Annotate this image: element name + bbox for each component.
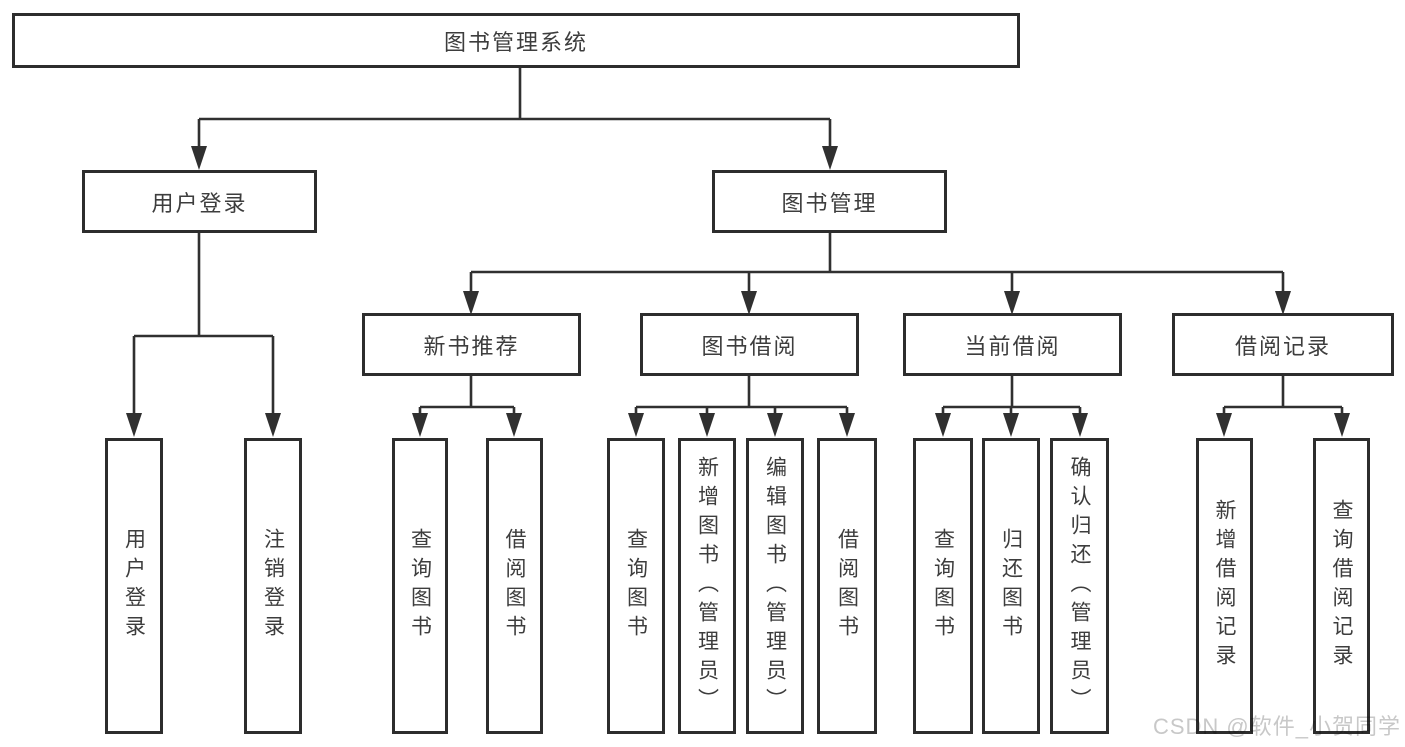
arrow-down-icon	[699, 413, 715, 437]
leaf-label: 借阅图书	[835, 528, 859, 644]
leaf-label: 查询图书	[408, 528, 432, 644]
leaf-label: 确认归还（管理员）	[1068, 455, 1091, 717]
arrow-down-icon	[1275, 291, 1291, 315]
node-user-login: 用户登录	[82, 170, 317, 233]
leaf-label: 查询借阅记录	[1330, 499, 1353, 673]
leaf-label: 编辑图书（管理员）	[763, 455, 787, 717]
arrow-down-icon	[191, 146, 207, 170]
arrow-down-icon	[412, 413, 428, 437]
leaf-label: 查询图书	[624, 528, 648, 644]
node-new-book-recommendation: 新书推荐	[362, 313, 581, 376]
leaf-label: 新增借阅记录	[1213, 499, 1236, 673]
leaf-label: 新增图书（管理员）	[695, 455, 719, 717]
node-book-borrowing: 图书借阅	[640, 313, 859, 376]
leaf-label: 查询图书	[931, 528, 955, 644]
arrow-down-icon	[1003, 413, 1019, 437]
leaf-query-books-recommend: 查询图书	[392, 438, 448, 734]
leaf-query-books-current: 查询图书	[913, 438, 973, 734]
arrow-down-icon	[506, 413, 522, 437]
node-library-management-system: 图书管理系统	[12, 13, 1020, 68]
leaf-user-login: 用户登录	[105, 438, 163, 734]
leaf-label: 借阅图书	[503, 528, 526, 644]
arrow-down-icon	[1334, 413, 1350, 437]
node-current-borrowing: 当前借阅	[903, 313, 1122, 376]
arrow-down-icon	[935, 413, 951, 437]
node-borrowing-records: 借阅记录	[1172, 313, 1394, 376]
leaf-borrow-books-borrowing: 借阅图书	[817, 438, 877, 734]
leaf-edit-book-admin: 编辑图书（管理员）	[746, 438, 804, 734]
leaf-query-borrow-record: 查询借阅记录	[1313, 438, 1370, 734]
arrow-down-icon	[1072, 413, 1088, 437]
leaf-label: 归还图书	[999, 528, 1023, 644]
arrow-down-icon	[1216, 413, 1232, 437]
arrow-down-icon	[767, 413, 783, 437]
arrow-down-icon	[839, 413, 855, 437]
arrow-down-icon	[1004, 291, 1020, 315]
leaf-label: 注销登录	[261, 528, 285, 644]
leaf-return-book: 归还图书	[982, 438, 1040, 734]
leaf-query-books-borrowing: 查询图书	[607, 438, 665, 734]
arrow-down-icon	[126, 413, 142, 437]
arrow-down-icon	[628, 413, 644, 437]
arrowhead-icons	[126, 146, 1350, 437]
leaf-label: 用户登录	[122, 528, 146, 644]
leaf-borrow-books-recommend: 借阅图书	[486, 438, 543, 734]
node-book-management: 图书管理	[712, 170, 947, 233]
arrow-down-icon	[265, 413, 281, 437]
leaf-logout: 注销登录	[244, 438, 302, 734]
arrow-down-icon	[822, 146, 838, 170]
leaf-add-book-admin: 新增图书（管理员）	[678, 438, 736, 734]
leaf-add-borrow-record: 新增借阅记录	[1196, 438, 1253, 734]
leaf-confirm-return-admin: 确认归还（管理员）	[1050, 438, 1109, 734]
arrow-down-icon	[741, 291, 757, 315]
arrow-down-icon	[463, 291, 479, 315]
